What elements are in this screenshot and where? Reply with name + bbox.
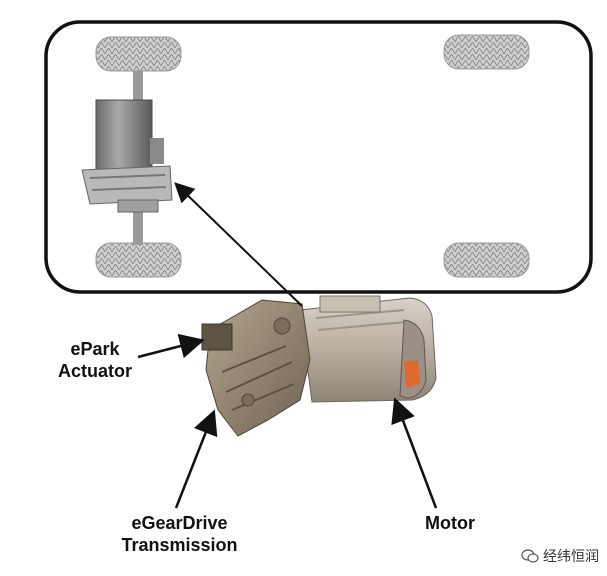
motor-label: Motor (425, 513, 475, 533)
wechat-icon (521, 549, 539, 563)
egeardrive-transmission-label: eGearDrive Transmission (92, 512, 267, 556)
epark-actuator-block (201, 323, 233, 351)
wheel-front-right (443, 34, 530, 70)
epark-label-line1: ePark (70, 339, 120, 359)
wheel-front-left (95, 36, 182, 72)
wheel-rear-left (95, 242, 182, 278)
drive-unit-top-view (81, 99, 173, 213)
egear-label-line1: eGearDrive (131, 513, 228, 533)
epark-label-line2: Actuator (57, 361, 132, 381)
egear-label-line2: Transmission (121, 535, 238, 555)
motor-orange-connector (404, 360, 420, 388)
watermark-text: 经纬恒润 (543, 549, 599, 565)
arrow-egeardrive (174, 409, 218, 509)
wheel-rear-right (443, 242, 530, 278)
arrow-to-vehicle (174, 182, 303, 307)
arrow-epark (137, 333, 205, 359)
epark-actuator-label: ePark Actuator (40, 338, 150, 382)
axle-shaft-lower (133, 205, 143, 245)
arrow-motor (391, 397, 438, 509)
axle-shaft-upper (133, 71, 143, 101)
vehicle-outline (44, 20, 593, 294)
electric-drive-unit (201, 295, 437, 437)
watermark: 经纬恒润 (521, 546, 599, 566)
